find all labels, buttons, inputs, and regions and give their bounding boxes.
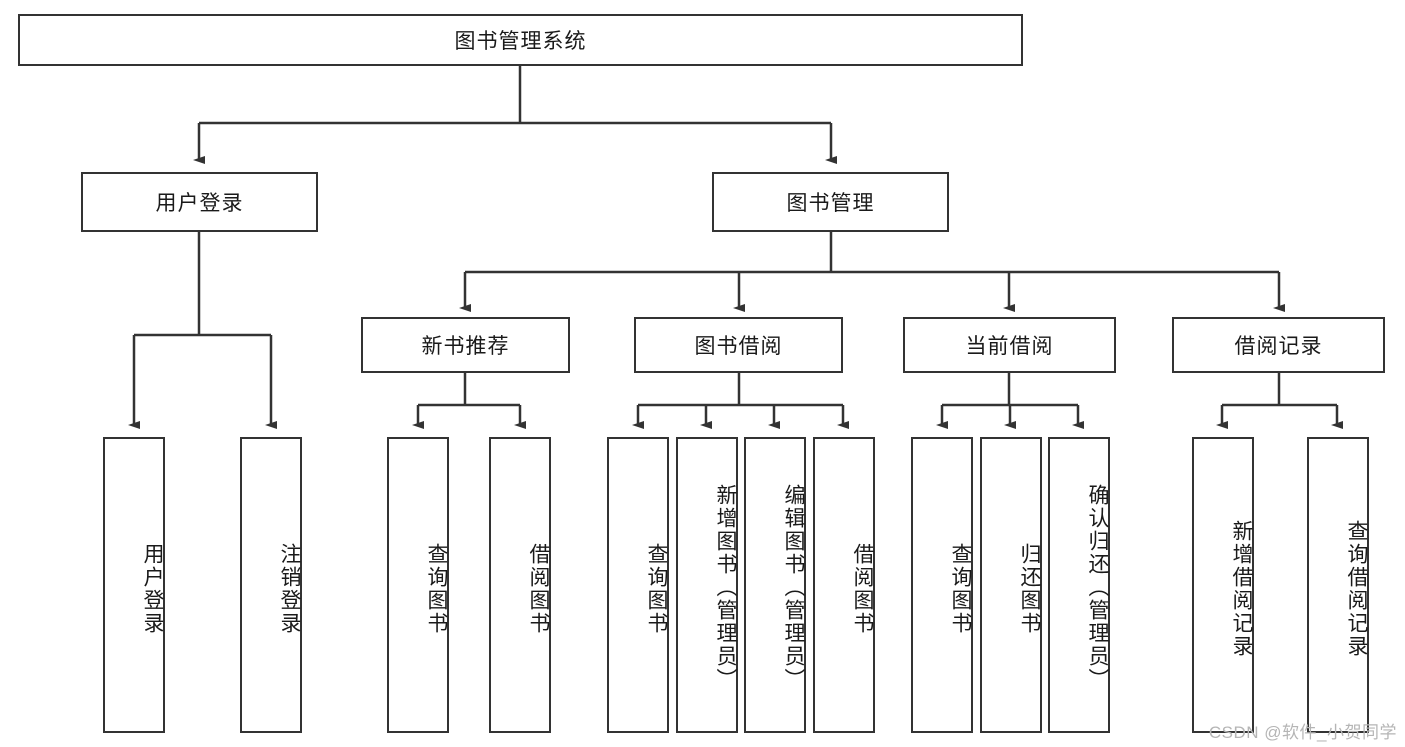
node-new-book-recommend-label: 新书推荐: [421, 335, 510, 358]
node-leaf-query-book-2[interactable]: 查询图书: [607, 437, 669, 733]
node-book-management[interactable]: 图书管理: [712, 172, 949, 232]
node-leaf-borrow-book-2[interactable]: 借阅图书: [813, 437, 875, 733]
node-user-login[interactable]: 用户登录: [81, 172, 318, 232]
node-leaf-query-book-1[interactable]: 查询图书: [387, 437, 449, 733]
node-leaf-edit-book-label: 编辑图书（管理员）: [782, 483, 805, 691]
node-leaf-user-login-label: 用户登录: [141, 543, 164, 635]
node-leaf-query-book-1-label: 查询图书: [425, 543, 448, 635]
node-leaf-borrow-book-1[interactable]: 借阅图书: [489, 437, 551, 733]
node-leaf-add-book-label: 新增图书（管理员）: [714, 483, 737, 691]
node-current-borrow-label: 当前借阅: [965, 335, 1054, 358]
node-leaf-user-logout-label: 注销登录: [278, 543, 301, 635]
node-root-label: 图书管理系统: [454, 30, 587, 53]
node-user-login-label: 用户登录: [155, 192, 244, 215]
node-leaf-edit-book[interactable]: 编辑图书（管理员）: [744, 437, 806, 733]
node-leaf-user-logout[interactable]: 注销登录: [240, 437, 302, 733]
node-leaf-query-book-3-label: 查询图书: [949, 543, 972, 635]
node-leaf-borrow-book-1-label: 借阅图书: [527, 543, 550, 635]
node-current-borrow[interactable]: 当前借阅: [903, 317, 1116, 373]
node-book-borrow[interactable]: 图书借阅: [634, 317, 843, 373]
node-leaf-query-record-label: 查询借阅记录: [1345, 520, 1368, 658]
node-new-book-recommend[interactable]: 新书推荐: [361, 317, 570, 373]
node-book-management-label: 图书管理: [786, 192, 875, 215]
node-leaf-query-book-2-label: 查询图书: [645, 543, 668, 635]
node-leaf-add-record[interactable]: 新增借阅记录: [1192, 437, 1254, 733]
node-leaf-add-book[interactable]: 新增图书（管理员）: [676, 437, 738, 733]
node-root[interactable]: 图书管理系统: [18, 14, 1023, 66]
node-leaf-return-book[interactable]: 归还图书: [980, 437, 1042, 733]
node-leaf-add-record-label: 新增借阅记录: [1230, 520, 1253, 658]
node-leaf-return-book-label: 归还图书: [1018, 543, 1041, 635]
node-leaf-user-login[interactable]: 用户登录: [103, 437, 165, 733]
node-leaf-borrow-book-2-label: 借阅图书: [851, 543, 874, 635]
node-leaf-confirm-return-label: 确认归还（管理员）: [1086, 483, 1109, 691]
node-leaf-query-book-3[interactable]: 查询图书: [911, 437, 973, 733]
node-borrow-record-label: 借阅记录: [1234, 335, 1323, 358]
node-leaf-confirm-return[interactable]: 确认归还（管理员）: [1048, 437, 1110, 733]
node-book-borrow-label: 图书借阅: [694, 335, 783, 358]
node-borrow-record[interactable]: 借阅记录: [1172, 317, 1385, 373]
csdn-watermark: CSDN @软件_小贺同学: [1208, 723, 1397, 742]
node-leaf-query-record[interactable]: 查询借阅记录: [1307, 437, 1369, 733]
